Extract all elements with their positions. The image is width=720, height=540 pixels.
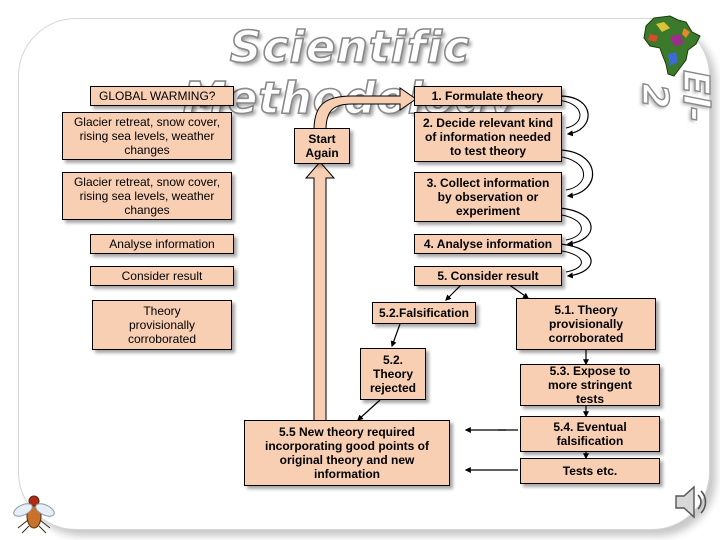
step-5-2-rejected-box: 5.2. Theory rejected	[360, 348, 426, 400]
start-again-arrow	[304, 161, 336, 431]
step-5-2-falsification-box: 5.2.Falsification	[372, 302, 476, 324]
arrow-5-to-corroborated	[507, 283, 529, 299]
loop-arrow-2-3	[559, 149, 594, 199]
loop-arrow-4-5	[559, 243, 592, 279]
fly-icon	[13, 495, 55, 534]
step-5-4-eventual-box: 5.4. Eventual falsification	[520, 416, 660, 452]
step-2-decide-box: 2. Decide relevant kind of information n…	[414, 112, 562, 162]
arrow-rejected-to-new-theory	[357, 399, 381, 421]
loop-arrow-3-4b	[555, 213, 582, 241]
tests-etc-box: Tests etc.	[520, 458, 660, 484]
loop-arrow-1-2b	[555, 99, 581, 129]
speaker-icon[interactable]	[672, 482, 708, 522]
loop-arrow-4-5b	[555, 249, 582, 273]
step-3-collect-box: 3. Collect information by observation or…	[414, 172, 562, 222]
loop-arrow-1-2	[559, 95, 589, 137]
arrow-5-to-falsification	[445, 283, 463, 301]
step-1-formulate-box: 1. Formulate theory	[414, 86, 562, 106]
loop-arrow-3-4	[559, 207, 592, 247]
start-again-box: Start Again	[294, 128, 350, 164]
formulate-curve-arrow	[313, 87, 417, 131]
step-5-3-expose-box: 5.3. Expose to more stringent tests	[520, 364, 660, 406]
africa-map-icon	[643, 15, 701, 77]
consider-result-box: Consider result	[90, 266, 234, 286]
step-4-analyse-box: 4. Analyse information	[414, 234, 562, 254]
global-warming-box: GLOBAL WARMING?	[90, 86, 234, 106]
observations-box-2: Glacier retreat, snow cover, rising sea …	[62, 172, 232, 220]
step-5-consider-box: 5. Consider result	[414, 266, 562, 286]
step-5-5-new-theory-box: 5.5 New theory required incorporating go…	[244, 420, 450, 486]
arrow-falsification-to-rejected	[390, 323, 401, 348]
step-5-1-corroborated-box: 5.1. Theory provisionally corroborated	[516, 298, 656, 350]
analyse-information-box: Analyse information	[90, 234, 234, 254]
loop-arrow-2-3b	[555, 155, 584, 191]
theory-corroborated-left-box: Theory provisionally corroborated	[92, 300, 232, 350]
observations-box-1: Glacier retreat, snow cover, rising sea …	[62, 112, 232, 160]
